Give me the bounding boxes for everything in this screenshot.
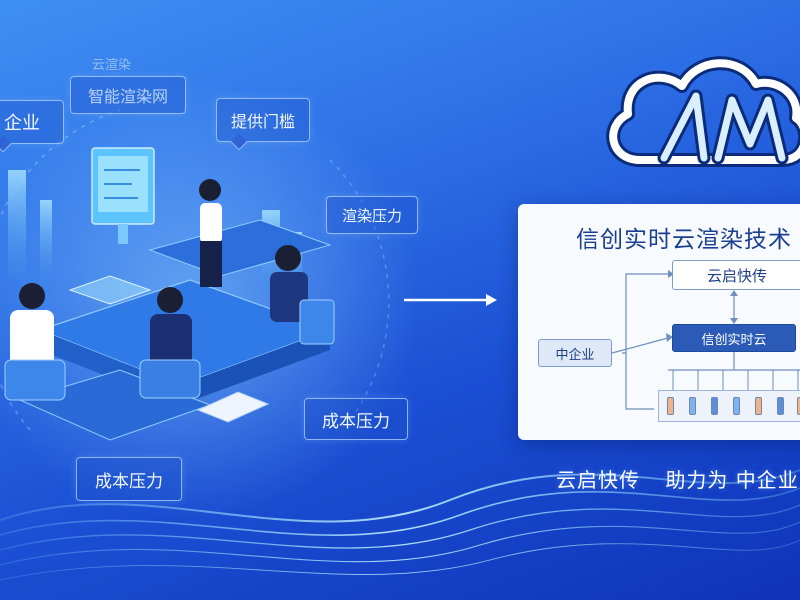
cloud-quick-transfer-node: 云启快传 (672, 260, 800, 290)
render-network-bubble: 智能渲染网 (70, 76, 186, 114)
render-pressure-bubble: 渲染压力 (326, 196, 418, 234)
cost-pressure-text: 成本压力 (322, 411, 390, 432)
flow-arrow-icon (404, 294, 497, 306)
threshold-bubble-text: 提供门槛 (230, 112, 295, 131)
glow-waves (0, 469, 800, 581)
threshold-bubble: 提供门槛 (216, 98, 310, 151)
render-network-text: 智能渲染网 (87, 87, 168, 106)
cost-pressure-lower-text: 成本压力 (95, 471, 163, 492)
diagram-title: 信创实时云渲染技术 (576, 227, 792, 253)
server-slot (733, 397, 740, 415)
render-pressure-text: 渲染压力 (341, 206, 402, 225)
tagline: 云启快传 助力为 中企业 (556, 464, 800, 493)
server-slot (711, 397, 718, 415)
cost-pressure-bubble: 成本压力 (304, 398, 408, 440)
server-slot (667, 397, 674, 415)
xinchuang-cloud-node: 信创实时云 (672, 324, 796, 352)
cost-pressure-bubble-lower: 成本压力 (76, 457, 182, 501)
people (4, 179, 335, 401)
enterprise-bubble-text: 企业 (4, 113, 40, 134)
server-rack (658, 390, 800, 422)
server-slot (777, 397, 784, 415)
server-slot (755, 397, 762, 415)
server-slot (797, 397, 800, 415)
tagline-part-1: 云启快传 (556, 468, 640, 492)
orbit-arc-right (329, 159, 390, 421)
architecture-diagram: 信创实时云渲染技术 云启快传 信创实时云 中企业 (518, 204, 800, 440)
faint-label: 云渲染 (92, 58, 132, 73)
enterprise-node: 中企业 (538, 339, 612, 367)
diagram-connectors (611, 270, 800, 410)
tagline-part-2: 助力为 中企业 (665, 468, 799, 492)
cloud-logo-icon (606, 56, 800, 167)
server-slot (689, 397, 696, 415)
enterprise-bubble: 企业 (0, 100, 64, 153)
